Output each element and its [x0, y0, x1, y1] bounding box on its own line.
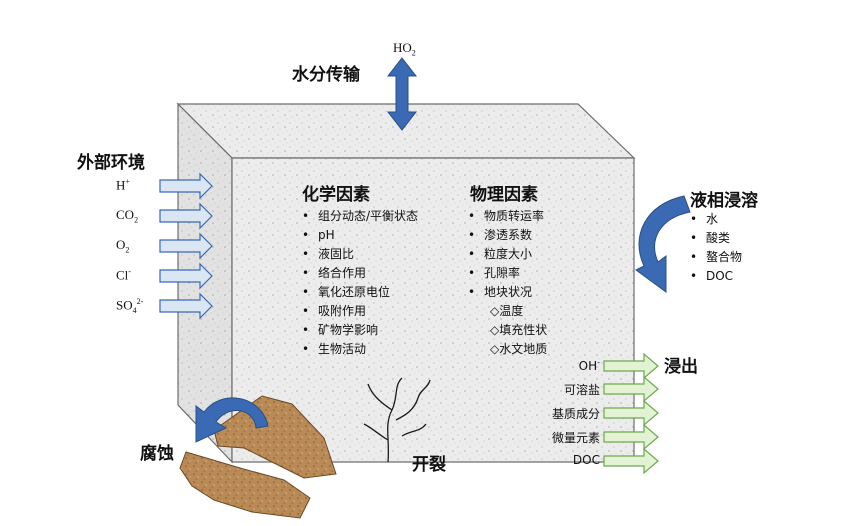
leach-out-item: 基质成分 [552, 405, 600, 422]
input-arrow [159, 202, 213, 230]
species-base: O [116, 237, 126, 252]
leach-out-item: OH- [579, 358, 600, 373]
input-arrow [159, 232, 213, 260]
chemical-factor-item: 液固比 [300, 245, 418, 264]
physical-factor-item: 渗透系数 [466, 226, 547, 245]
chemical-factor-item: 生物活动 [300, 340, 418, 359]
species-base: SO [116, 297, 133, 313]
physical-factors-list: 物质转运率渗透系数粒度大小孔隙率地块状况 ◇温度 ◇填充性状 ◇水文地质 [466, 207, 547, 359]
species-base: H [116, 177, 126, 193]
output-arrow [603, 423, 659, 451]
species-sub: 4 [132, 305, 137, 315]
leach-item-sup: - [597, 358, 600, 367]
output-arrow [603, 375, 659, 403]
species-sub: 2 [125, 245, 130, 255]
species-sup: 2- [136, 297, 144, 306]
output-arrow [603, 447, 659, 475]
crack-label: 开裂 [412, 455, 446, 475]
output-arrow [603, 352, 659, 380]
input-species: CO2 [116, 207, 138, 225]
input-arrow [159, 292, 213, 320]
chemical-factor-item: 矿物学影响 [300, 321, 418, 340]
chemical-factor-item: 络合作用 [300, 264, 418, 283]
input-species: Cl- [116, 267, 131, 283]
physical-factors-title: 物理因素 [470, 185, 538, 205]
input-arrow [159, 172, 213, 200]
water-transport-label: 水分传输 [292, 65, 360, 85]
input-species: SO42- [116, 297, 143, 315]
physical-factor-item: 孔隙率 [466, 264, 547, 283]
chemical-factor-item: 吸附作用 [300, 302, 418, 321]
chemical-factor-item: 氧化还原电位 [300, 283, 418, 302]
crack-lines [363, 377, 431, 463]
liquid-leaching-list: 水酸类螯合物DOC [688, 210, 742, 286]
chemical-factor-item: 组分动态/平衡状态 [300, 207, 418, 226]
corrosion-label: 腐蚀 [140, 444, 174, 464]
liquid-leaching-item: 螯合物 [688, 248, 742, 267]
leach-out-title: 浸出 [664, 357, 698, 377]
physical-factor-subitem: ◇水文地质 [490, 342, 548, 356]
leach-item-base: 微量元素 [551, 431, 600, 445]
ho2-formula: HO2 [393, 40, 416, 58]
leach-item-base: 可溶盐 [563, 383, 600, 397]
liquid-leaching-curved-arrow [635, 195, 691, 293]
species-base: CO [116, 207, 135, 222]
formula-base: HO [393, 40, 412, 55]
leach-item-base: 基质成分 [551, 407, 600, 421]
liquid-leaching-item: 水 [688, 210, 742, 229]
leach-item-base: OH [578, 359, 598, 373]
chemical-factors-list: 组分动态/平衡状态pH液固比络合作用氧化还原电位吸附作用矿物学影响生物活动 [300, 207, 418, 359]
physical-factor-subitem: ◇温度 [490, 304, 524, 318]
species-sup: + [125, 177, 130, 186]
corrosion-curved-arrow [195, 397, 269, 443]
input-species: H+ [116, 177, 130, 193]
water-transport-arrow [386, 57, 418, 131]
input-species: O2 [116, 237, 129, 255]
external-input-arrows [159, 172, 213, 320]
rock-upper [213, 395, 337, 479]
chemical-factor-item: pH [300, 226, 418, 245]
physical-factor-item: 粒度大小 [466, 245, 547, 264]
physical-factor-item: 物质转运率 [466, 207, 547, 226]
liquid-leaching-item: 酸类 [688, 229, 742, 248]
chemical-factors-title: 化学因素 [302, 185, 370, 205]
physical-factor-item: 地块状况 [466, 283, 547, 302]
formula-sub: 2 [411, 48, 416, 58]
leach-out-item: 微量元素 [552, 429, 600, 446]
input-arrow [159, 262, 213, 290]
species-sup: - [128, 267, 131, 276]
leach-item-base: DOC [572, 453, 600, 467]
corrosion-rocks [179, 395, 337, 519]
output-arrow [603, 399, 659, 427]
liquid-leaching-title: 液相浸溶 [690, 191, 758, 211]
leach-output-arrows [603, 352, 659, 475]
rock-lower [179, 451, 311, 519]
species-sub: 2 [134, 215, 139, 225]
leach-out-item: 可溶盐 [564, 381, 600, 398]
species-base: Cl [116, 267, 129, 283]
leach-out-item: DOC [573, 453, 600, 467]
physical-factor-subitem: ◇填充性状 [490, 323, 548, 337]
external-environment-title: 外部环境 [77, 153, 145, 173]
liquid-leaching-item: DOC [688, 267, 742, 286]
